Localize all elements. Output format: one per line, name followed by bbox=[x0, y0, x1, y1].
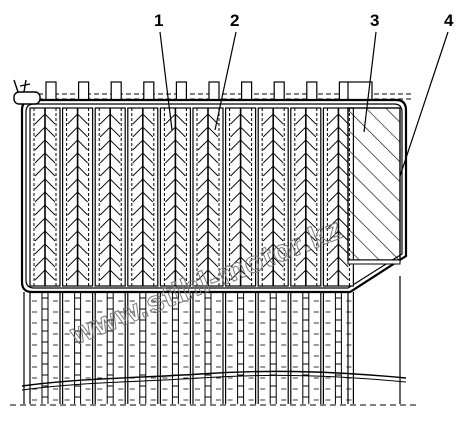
frame bbox=[225, 107, 257, 287]
frame-top-bars bbox=[45, 81, 373, 101]
lower-frame bbox=[159, 292, 191, 404]
lower-frame bbox=[225, 292, 257, 404]
frame-top-bar bbox=[77, 81, 90, 101]
frame-top-bar bbox=[306, 81, 318, 101]
frame-top-bar bbox=[110, 81, 122, 101]
callout-1: 1 bbox=[154, 11, 163, 30]
frame bbox=[257, 107, 289, 287]
frame-top-bar bbox=[208, 81, 220, 101]
callout-2: 2 bbox=[230, 11, 239, 30]
frame-top-bar bbox=[143, 81, 155, 101]
lower-frame bbox=[257, 292, 289, 404]
lower-frame bbox=[290, 292, 322, 404]
frame bbox=[127, 107, 159, 287]
frame bbox=[29, 107, 61, 287]
frame-top-bar bbox=[45, 81, 57, 101]
entrance-nozzle bbox=[13, 79, 41, 105]
lower-frame bbox=[127, 292, 159, 404]
frame bbox=[159, 107, 191, 287]
frame bbox=[192, 107, 224, 287]
frame bbox=[61, 107, 94, 287]
cut-line bbox=[21, 370, 407, 387]
frame bbox=[94, 107, 126, 287]
lower-frame bbox=[94, 292, 126, 404]
hive-body-inner-outline bbox=[25, 103, 403, 289]
lower-frame bbox=[322, 292, 354, 404]
callout-3: 3 bbox=[370, 11, 379, 30]
frame-top-bar bbox=[273, 81, 285, 101]
callout-leaders bbox=[159, 31, 449, 177]
callout-4: 4 bbox=[444, 11, 454, 30]
cut-line-2 bbox=[21, 374, 407, 391]
frame-top-bar bbox=[241, 81, 253, 101]
insulation-block bbox=[347, 107, 401, 265]
lower-frame bbox=[61, 292, 94, 404]
frame-top-bar bbox=[175, 81, 187, 101]
lower-frame bbox=[192, 292, 224, 404]
frame bbox=[290, 107, 322, 287]
